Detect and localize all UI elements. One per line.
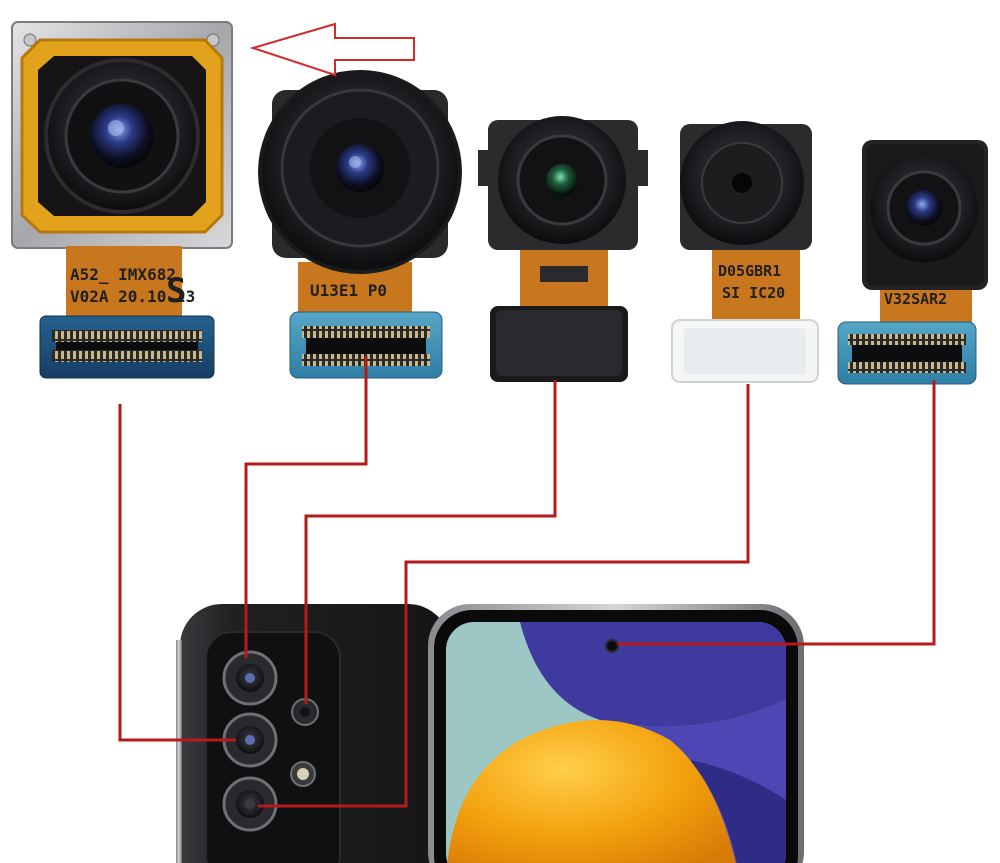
ultrawide-camera-module: U13E1 P0 <box>258 70 462 379</box>
connector-main <box>118 404 236 742</box>
depth-camera-module: D05GBR1 SI IC20 <box>671 121 819 383</box>
phone-back <box>176 604 450 863</box>
main-module-letter: S <box>166 271 186 311</box>
front-module-marking: V32SAR2 <box>884 290 947 308</box>
main-camera-module: A52_ IMX682 V02A 20.10.23 S <box>11 21 233 379</box>
phone-front <box>428 604 804 863</box>
macro-camera-module <box>478 116 648 382</box>
rear-main-lens <box>222 650 278 706</box>
connector-depth <box>258 384 750 808</box>
ultrawide-module-marking: U13E1 P0 <box>310 281 387 300</box>
front-camera-hole <box>605 639 619 653</box>
main-module-marking-1: A52_ IMX682 <box>70 265 176 284</box>
depth-module-marking-1: D05GBR1 <box>718 262 781 280</box>
rear-depth-lens <box>222 776 278 832</box>
connector-ultrawide <box>244 356 368 658</box>
flash-led <box>290 761 316 787</box>
rear-macro-lens <box>291 698 319 726</box>
arrow-left-icon <box>249 22 415 77</box>
front-camera-module: V32SAR2 <box>837 140 988 385</box>
main-module-marking-2: V02A 20.10.23 <box>70 287 195 306</box>
phone-screen <box>446 622 786 863</box>
connector-macro <box>304 380 557 704</box>
connector-front <box>618 380 936 646</box>
connector-lines <box>118 356 936 808</box>
depth-module-marking-2: SI IC20 <box>722 284 785 302</box>
